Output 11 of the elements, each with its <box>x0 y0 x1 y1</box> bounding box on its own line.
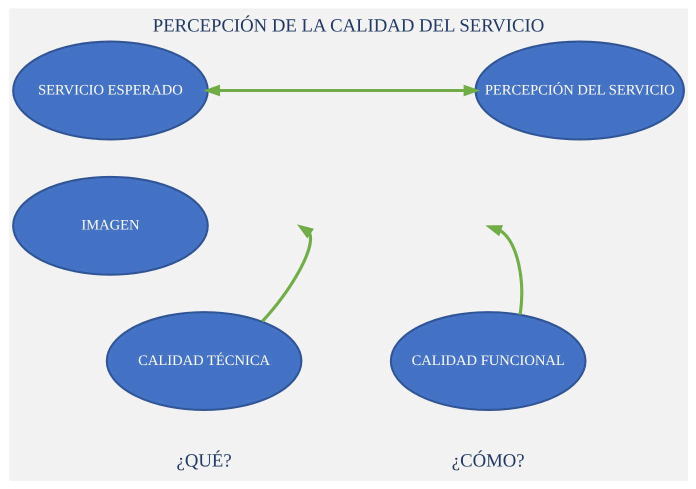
node-ellipse: SERVICIO ESPERADO <box>12 40 208 140</box>
node-ellipse: IMAGEN <box>12 176 208 276</box>
node-ellipse: CALIDAD TÉCNICA <box>105 311 302 411</box>
node-label: ¿CÓMO? <box>451 450 524 472</box>
node-ellipse: CALIDAD FUNCIONAL <box>389 311 586 411</box>
arrow <box>202 84 480 96</box>
node-ellipse: PERCEPCIÓN DEL SERVICIO <box>474 40 684 140</box>
arrow <box>484 225 523 315</box>
diagram-title: PERCEPCIÓN DE LA CALIDAD DEL SERVICIO <box>152 16 544 37</box>
arrow <box>260 224 314 322</box>
node-label: ¿QUÉ? <box>176 450 232 472</box>
